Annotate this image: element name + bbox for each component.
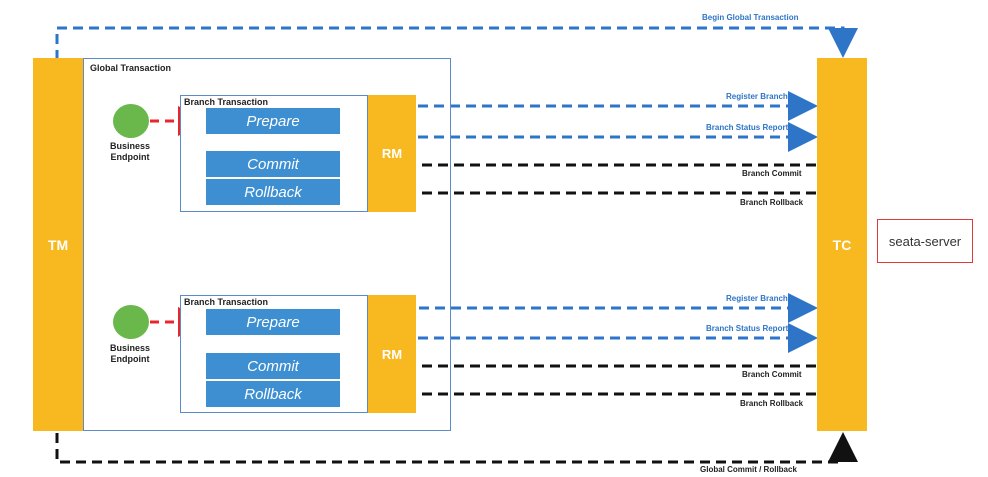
- commit-step: Commit: [206, 353, 340, 379]
- rm-block: RM: [368, 95, 416, 212]
- branch-status-report-label: Branch Status Report: [706, 324, 789, 333]
- begin-global-arrow: [55, 26, 858, 60]
- business-endpoint-label: Business Endpoint: [109, 343, 151, 364]
- seata-server-box: seata-server: [877, 219, 973, 263]
- business-endpoint-icon: [113, 104, 149, 138]
- rollback-step: Rollback: [206, 179, 340, 205]
- prepare-label: Prepare: [246, 112, 300, 130]
- rollback-step: Rollback: [206, 381, 340, 407]
- global-transaction-label: Global Transaction: [90, 63, 172, 73]
- global-commit-arrow: [55, 432, 858, 464]
- branch-commit-label: Branch Commit: [742, 370, 802, 379]
- begin-global-label: Begin Global Transaction: [702, 13, 799, 22]
- register-branch-label: Register Branch: [726, 92, 788, 101]
- rollback-label: Rollback: [244, 183, 302, 201]
- global-transaction-container: Global Transaction: [83, 58, 451, 431]
- tm-label: TM: [47, 236, 69, 253]
- branch-rollback-label: Branch Rollback: [740, 399, 804, 408]
- rm-label: RM: [381, 146, 403, 161]
- global-commit-label: Global Commit / Rollback: [700, 465, 797, 474]
- branch-transaction-title: Branch Transaction: [184, 297, 269, 307]
- prepare-step: Prepare: [206, 309, 340, 335]
- commit-label: Commit: [247, 357, 299, 375]
- branch-commit-label: Branch Commit: [742, 169, 802, 178]
- commit-label: Commit: [247, 155, 299, 173]
- seata-server-label: seata-server: [888, 233, 962, 249]
- rm-block: RM: [368, 295, 416, 413]
- business-endpoint-label: Business Endpoint: [109, 141, 151, 162]
- register-branch-label: Register Branch: [726, 294, 788, 303]
- rm-label: RM: [381, 346, 403, 362]
- tc-label: TC: [832, 236, 852, 253]
- tc-block: TC: [817, 58, 867, 431]
- branch-transaction-title: Branch Transaction: [184, 97, 269, 107]
- branch-status-report-label: Branch Status Report: [706, 123, 789, 132]
- prepare-label: Prepare: [246, 313, 300, 331]
- business-endpoint-icon: [113, 305, 149, 339]
- branch-rollback-label: Branch Rollback: [740, 198, 804, 207]
- rollback-label: Rollback: [244, 385, 302, 403]
- tm-block: TM: [33, 58, 83, 431]
- commit-step: Commit: [206, 151, 340, 177]
- prepare-step: Prepare: [206, 108, 340, 134]
